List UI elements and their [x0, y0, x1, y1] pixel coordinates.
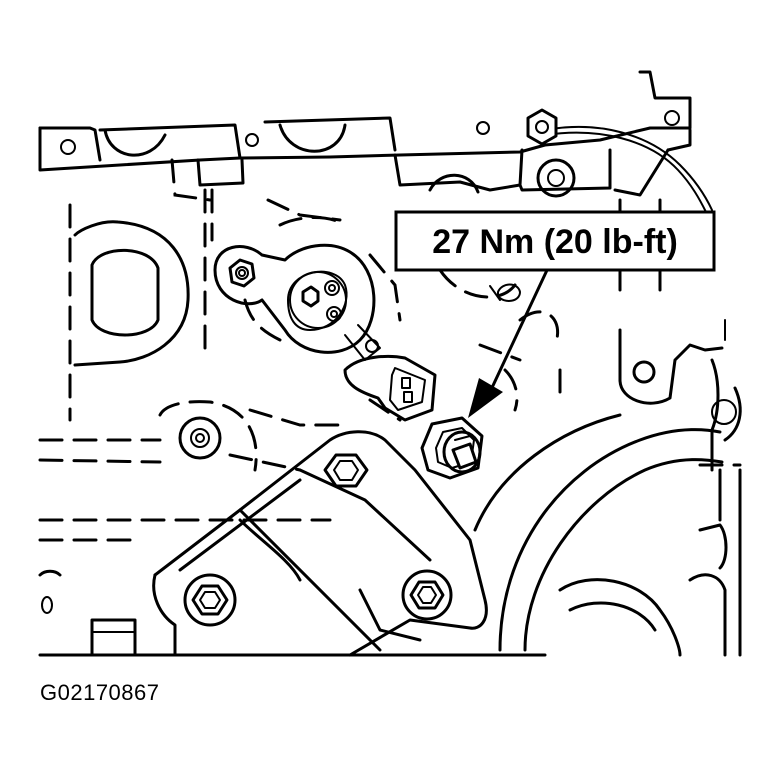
electrical-connector — [343, 354, 437, 422]
torque-spec-label: 27 Nm (20 lb-ft) — [432, 223, 678, 261]
lower-left-bolt — [178, 416, 222, 460]
sensor-wire — [526, 108, 713, 213]
callout-leader-arrow — [468, 266, 550, 418]
bracket-bolt-left — [183, 573, 237, 627]
engine-block-outline — [38, 70, 692, 198]
main-casting-arc — [473, 413, 742, 657]
torque-callout: 27 Nm (20 lb-ft) — [394, 210, 716, 272]
figure-id: G02170867 — [40, 680, 160, 705]
left-bore — [68, 158, 347, 422]
bracket-bolt-top — [323, 453, 369, 488]
dashed-contours — [38, 268, 562, 522]
bracket-bolt-right — [401, 569, 453, 621]
mounting-bracket — [152, 430, 488, 657]
sensor-bracket — [213, 243, 402, 361]
misc-features — [38, 283, 521, 657]
target-nut-icon — [420, 416, 484, 480]
